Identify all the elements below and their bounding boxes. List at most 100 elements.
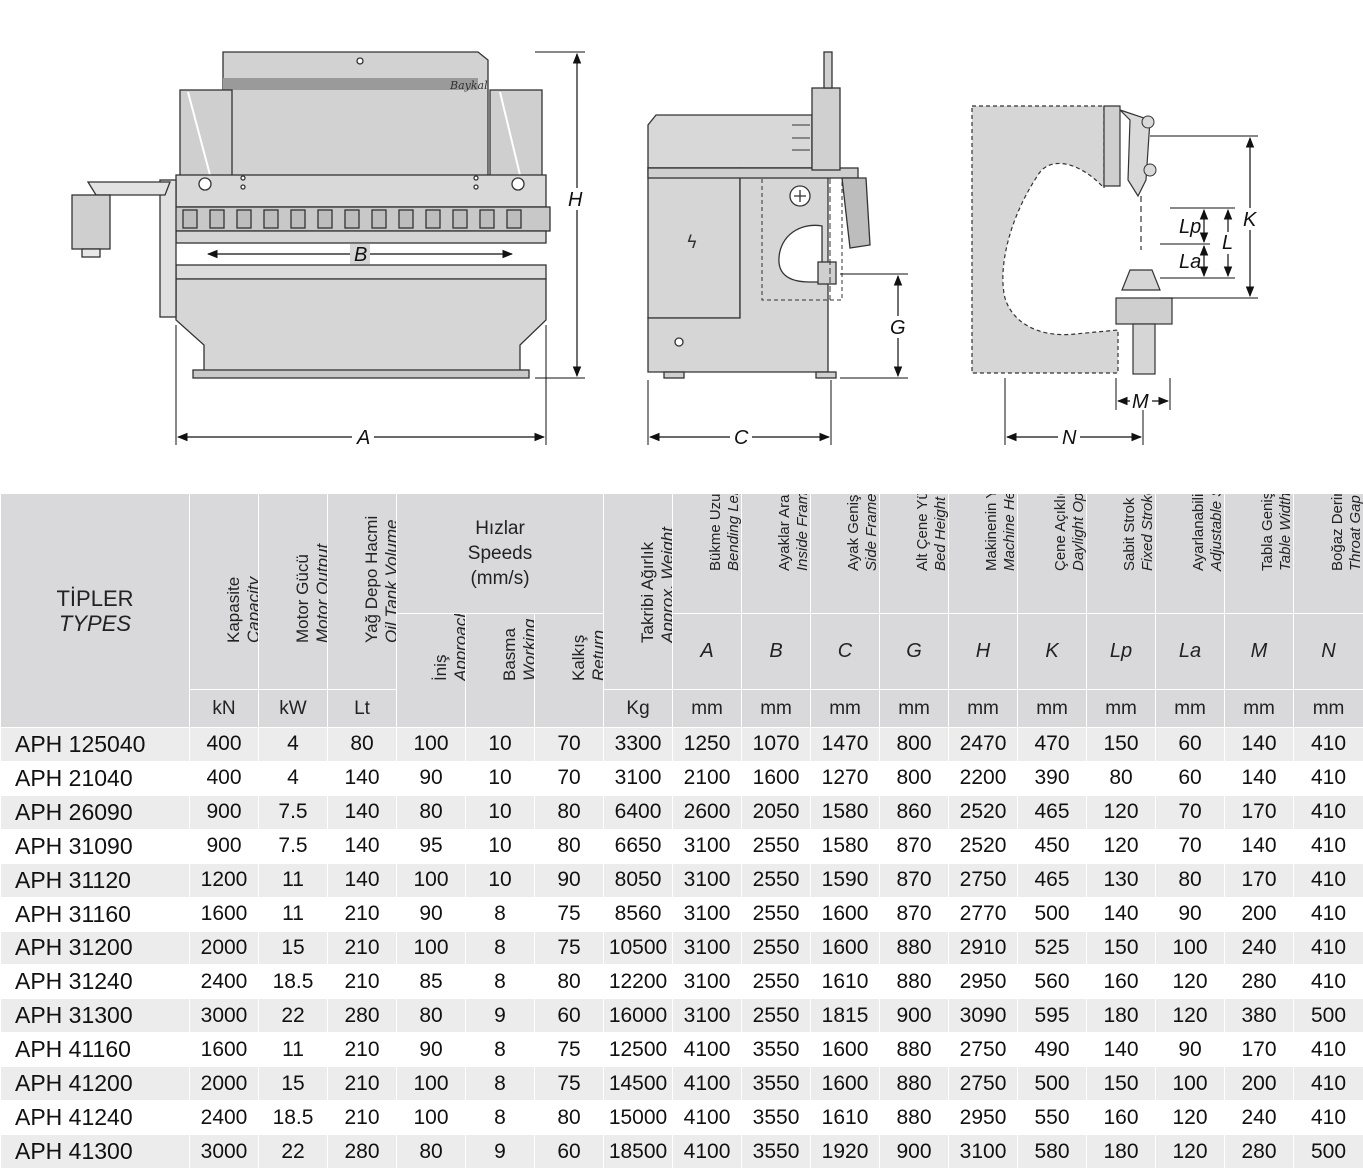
table-cell: 2400 [189,964,259,1000]
table-cell: 85 [396,964,466,1000]
unit-capacity: kN [189,689,259,728]
table-cell: 2770 [948,896,1019,932]
dimension-n-label: N [1062,427,1077,449]
table-cell: 120 [1155,964,1226,1000]
table-cell: 8 [465,1100,535,1136]
table-cell: 800 [879,727,950,762]
table-cell: 90 [1155,1032,1226,1068]
table-cell: 2550 [741,964,812,1000]
table-cell: 100 [1155,1066,1226,1102]
brand-mark: Baykal [449,79,488,92]
letter-lp: Lp [1086,613,1157,690]
letter-la: La [1155,613,1226,690]
table-cell: 2550 [741,896,812,932]
table-cell: 7.5 [258,794,328,830]
table-cell: 4100 [672,1134,743,1169]
table-cell: 3550 [741,1032,812,1068]
table-cell-type: APH 31300 [0,998,190,1034]
table-cell: 2750 [948,1032,1019,1068]
table-cell: 15000 [603,1100,674,1136]
table-cell: 410 [1293,930,1363,966]
table-cell: 70 [1155,794,1226,830]
table-cell: 14500 [603,1066,674,1102]
speeds-header: Hızlar Speeds (mm/s) [395,493,605,614]
table-cell: 70 [1155,828,1226,864]
table-cell: 410 [1293,828,1363,864]
table-cell: 1600 [810,1032,881,1068]
table-cell: 1610 [810,964,881,1000]
table-cell: 410 [1293,1066,1363,1102]
table-cell: 410 [1293,760,1363,796]
table-cell: 4 [258,727,328,762]
unit-la: mm [1155,689,1226,728]
table-cell: 80 [1155,862,1226,898]
table-cell-type: APH 31200 [0,930,190,966]
table-cell: 880 [879,964,950,1000]
table-cell: 1600 [189,896,259,932]
table-cell: 900 [879,1134,950,1169]
table-cell: 470 [1017,727,1088,762]
table-cell: 140 [1224,828,1295,864]
table-cell: 80 [396,998,466,1034]
table-cell: 11 [258,862,328,898]
table-cell: 3550 [741,1066,812,1102]
unit-lp: mm [1086,689,1157,728]
table-cell: 8 [465,896,535,932]
table-cell: 2950 [948,964,1019,1000]
table-cell: 2750 [948,1066,1019,1102]
table-cell: 80 [533,1100,605,1136]
table-cell: 12500 [603,1032,674,1068]
table-cell: 410 [1293,1100,1363,1136]
side-view-drawing [647,51,871,379]
table-cell: 200 [1224,1066,1295,1102]
table-cell-type: APH 41160 [0,1032,190,1068]
table-cell: 22 [258,1134,328,1169]
table-cell: 490 [1017,1032,1088,1068]
dimension-lp-label: Lp [1179,216,1201,238]
table-cell: 595 [1017,998,1088,1034]
table-cell-type: APH 125040 [0,727,190,762]
table-cell: 3100 [672,862,743,898]
unit-h: mm [948,689,1019,728]
table-cell: 1610 [810,1100,881,1136]
table-cell: 16000 [603,998,674,1034]
table-cell: 2600 [672,794,743,830]
front-view-drawing [71,51,551,379]
table-cell: 1250 [672,727,743,762]
table-cell: 465 [1017,862,1088,898]
table-cell: 140 [327,760,397,796]
table-cell: 500 [1017,896,1088,932]
detail-view-drawing [971,105,1173,375]
table-cell: 1600 [810,930,881,966]
table-cell: 410 [1293,794,1363,830]
unit-weight: Kg [603,689,674,728]
table-cell: 3100 [948,1134,1019,1169]
table-cell: 4100 [672,1066,743,1102]
table-cell: 900 [879,998,950,1034]
table-cell: 70 [533,760,605,796]
table-cell: 8 [465,1032,535,1068]
table-cell: 1270 [810,760,881,796]
table-cell: 2550 [741,998,812,1034]
table-cell: 3550 [741,1100,812,1136]
letter-g: G [879,613,950,690]
table-cell: 1580 [810,794,881,830]
table-cell: 240 [1224,1100,1295,1136]
table-cell: 2550 [741,930,812,966]
table-cell: 1590 [810,862,881,898]
types-header-tr: TİPLER [56,585,134,611]
table-cell: 240 [1224,930,1295,966]
table-cell: 4100 [672,1032,743,1068]
dimension-c-label: C [734,427,749,449]
table-cell: 90 [396,1032,466,1068]
letter-n: N [1293,613,1363,690]
